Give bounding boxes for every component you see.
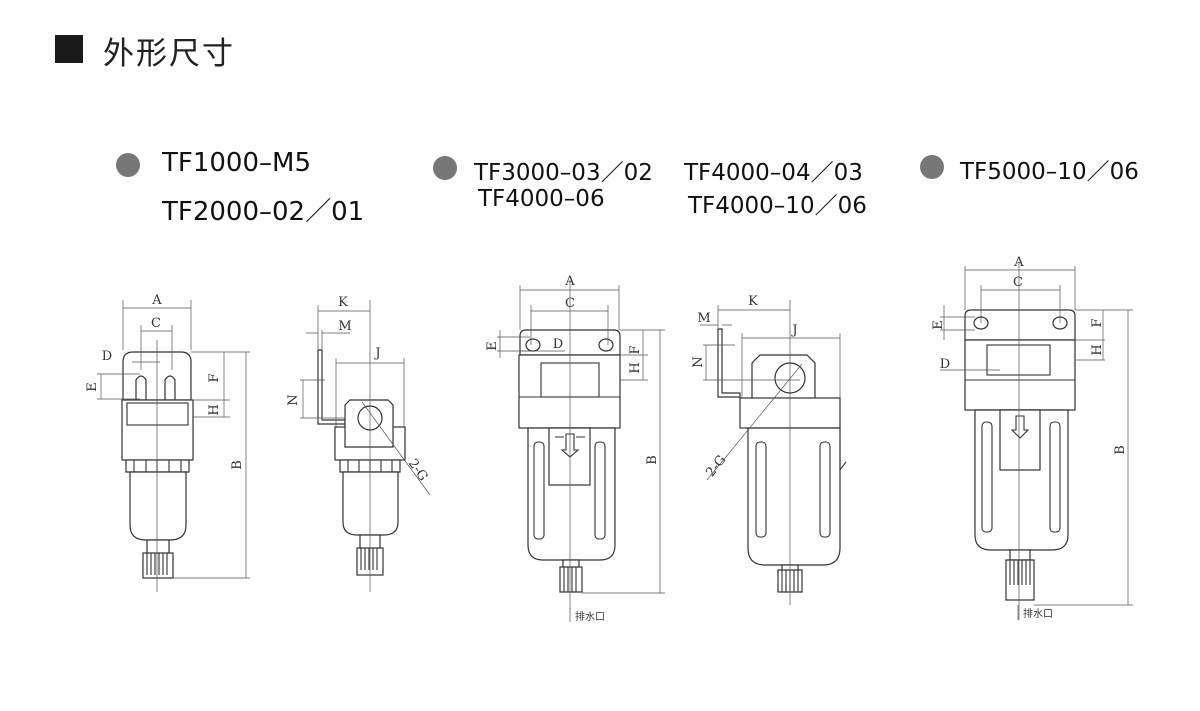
section-title: 外形尺寸 [103,36,235,72]
dimension-label: A [151,293,162,308]
dimension-label: H [628,362,643,373]
dimension-label: K [748,294,758,309]
model-label: TF3000–03／02 [474,160,653,186]
dimension-label: 2-G [405,457,431,484]
model-label: TF2000–02／01 [162,197,365,227]
dimension-label: A [1013,255,1024,270]
dimension-label: N [691,356,706,367]
black-square-icon [55,35,83,63]
dimension-label: D [940,357,950,372]
dimension-label: E [931,320,946,330]
dimension-label: B [645,455,660,465]
dimension-label: C [1013,275,1023,290]
drawing-tf1000-front: A C D E F H B [85,293,250,592]
drawing-tf3000-side: K M J N 2-G [691,294,847,605]
dimension-label: K [338,295,348,310]
dimension-label: J [373,346,380,361]
drawing-tf3000-front: A C E D F H B 排水口 [485,274,665,623]
drawing-tf5000-front: A C E D F H B 排水口 [931,255,1133,620]
dimension-label: H [207,404,222,415]
dimension-label: D [102,349,112,364]
dimension-label: F [628,345,643,354]
dimension-label: F [207,373,222,382]
model-label: TF1000–M5 [162,148,311,178]
bullet-icon [116,153,140,177]
model-label: TF4000–06 [478,186,605,212]
dimension-label: 2-G [703,453,729,480]
dimension-label: M [338,319,351,334]
drain-label: 排水口 [1023,607,1053,620]
dimension-label: J [790,323,797,338]
model-label: TF4000–04／03 [684,160,863,186]
bullet-icon [433,156,457,180]
dimension-label: H [1090,344,1105,355]
dimension-label: B [230,460,245,470]
dimension-label: E [485,341,500,351]
dimension-label: M [697,311,710,326]
dimension-label: A [564,274,575,289]
dimension-label: B [1113,445,1128,455]
dimension-label: F [1090,318,1105,327]
drawing-tf1000-side: K M J N 2-G [286,295,430,592]
dimension-label: E [85,382,100,392]
bullet-icon [920,155,944,179]
dimension-label: D [553,337,563,352]
dimension-label: C [565,296,575,311]
dimension-label: N [286,394,301,405]
model-label: TF4000–10／06 [688,193,867,219]
drain-label: 排水口 [575,610,605,623]
model-label: TF5000–10／06 [960,159,1139,185]
dimension-label: C [151,316,161,331]
